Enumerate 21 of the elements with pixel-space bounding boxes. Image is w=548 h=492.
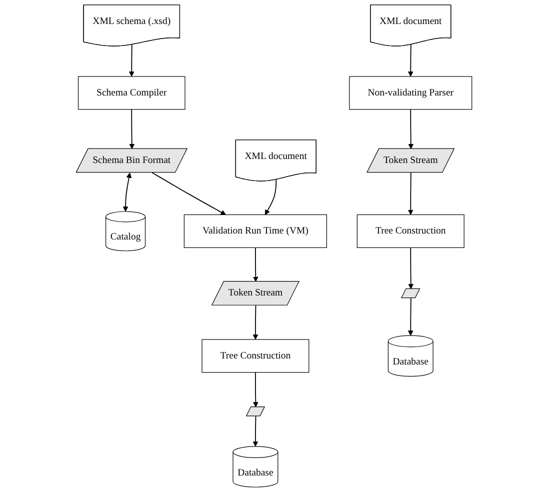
node-box: Non-validating Parser (349, 76, 472, 110)
arrow (129, 108, 135, 150)
arrow (152, 172, 226, 215)
arrow (408, 298, 414, 336)
arrow (408, 172, 414, 215)
node-box: Tree Construction (356, 214, 464, 248)
arrow (122, 172, 132, 212)
arrow (128, 44, 134, 77)
node-picture (401, 288, 420, 298)
arrow (252, 372, 258, 408)
arrow (264, 179, 277, 215)
node-box: Schema Compiler (78, 76, 186, 110)
arrow (408, 108, 414, 150)
arrow (408, 247, 414, 290)
node-picture (246, 406, 266, 416)
arrow (408, 44, 414, 77)
arrow (252, 247, 258, 282)
node-box: Validation Run Time (VM) (184, 214, 327, 248)
arrow (252, 416, 258, 447)
arrow (252, 304, 258, 340)
node-box: Tree Construction (202, 339, 310, 373)
